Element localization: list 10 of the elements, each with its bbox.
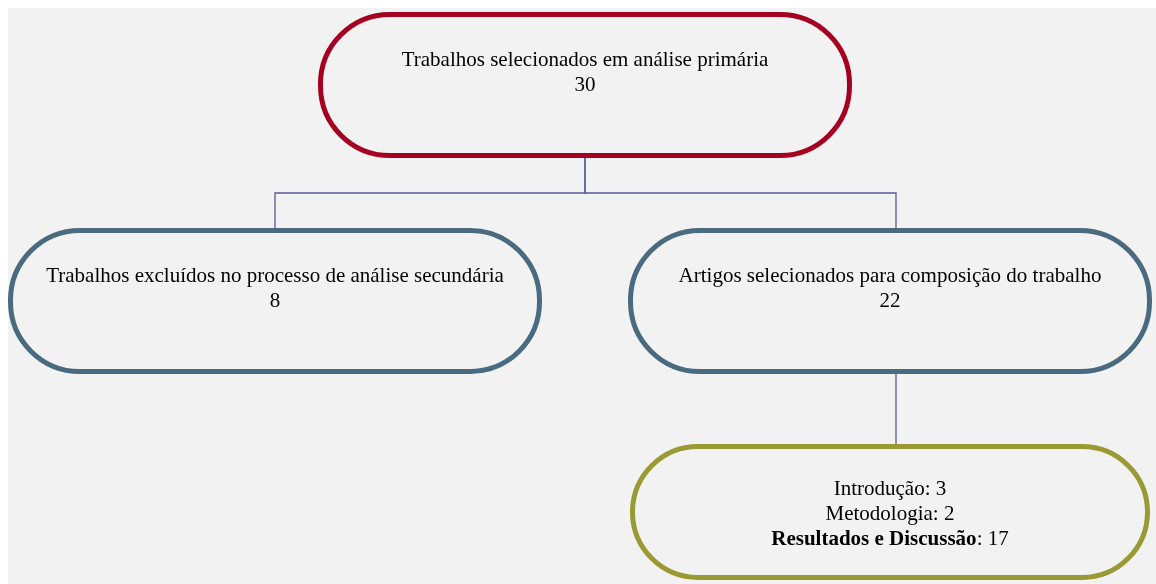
node-text: Resultados e Discussão: 17 [770, 526, 1010, 552]
node-text: Introdução: 3 [832, 476, 948, 502]
node-text: 22 [878, 288, 902, 314]
node-text: Artigos selecionados para composição do trabalho [677, 263, 1103, 289]
node-text: 8 [268, 288, 282, 314]
node-text: Trabalhos selecionados em análise primária [400, 47, 770, 73]
node-text: Trabalhos excluídos no processo de análise secundária [45, 263, 505, 289]
node-text: 30 [573, 72, 597, 98]
rounded-box [8, 228, 542, 374]
node-text: Metodologia: 2 [824, 501, 956, 527]
